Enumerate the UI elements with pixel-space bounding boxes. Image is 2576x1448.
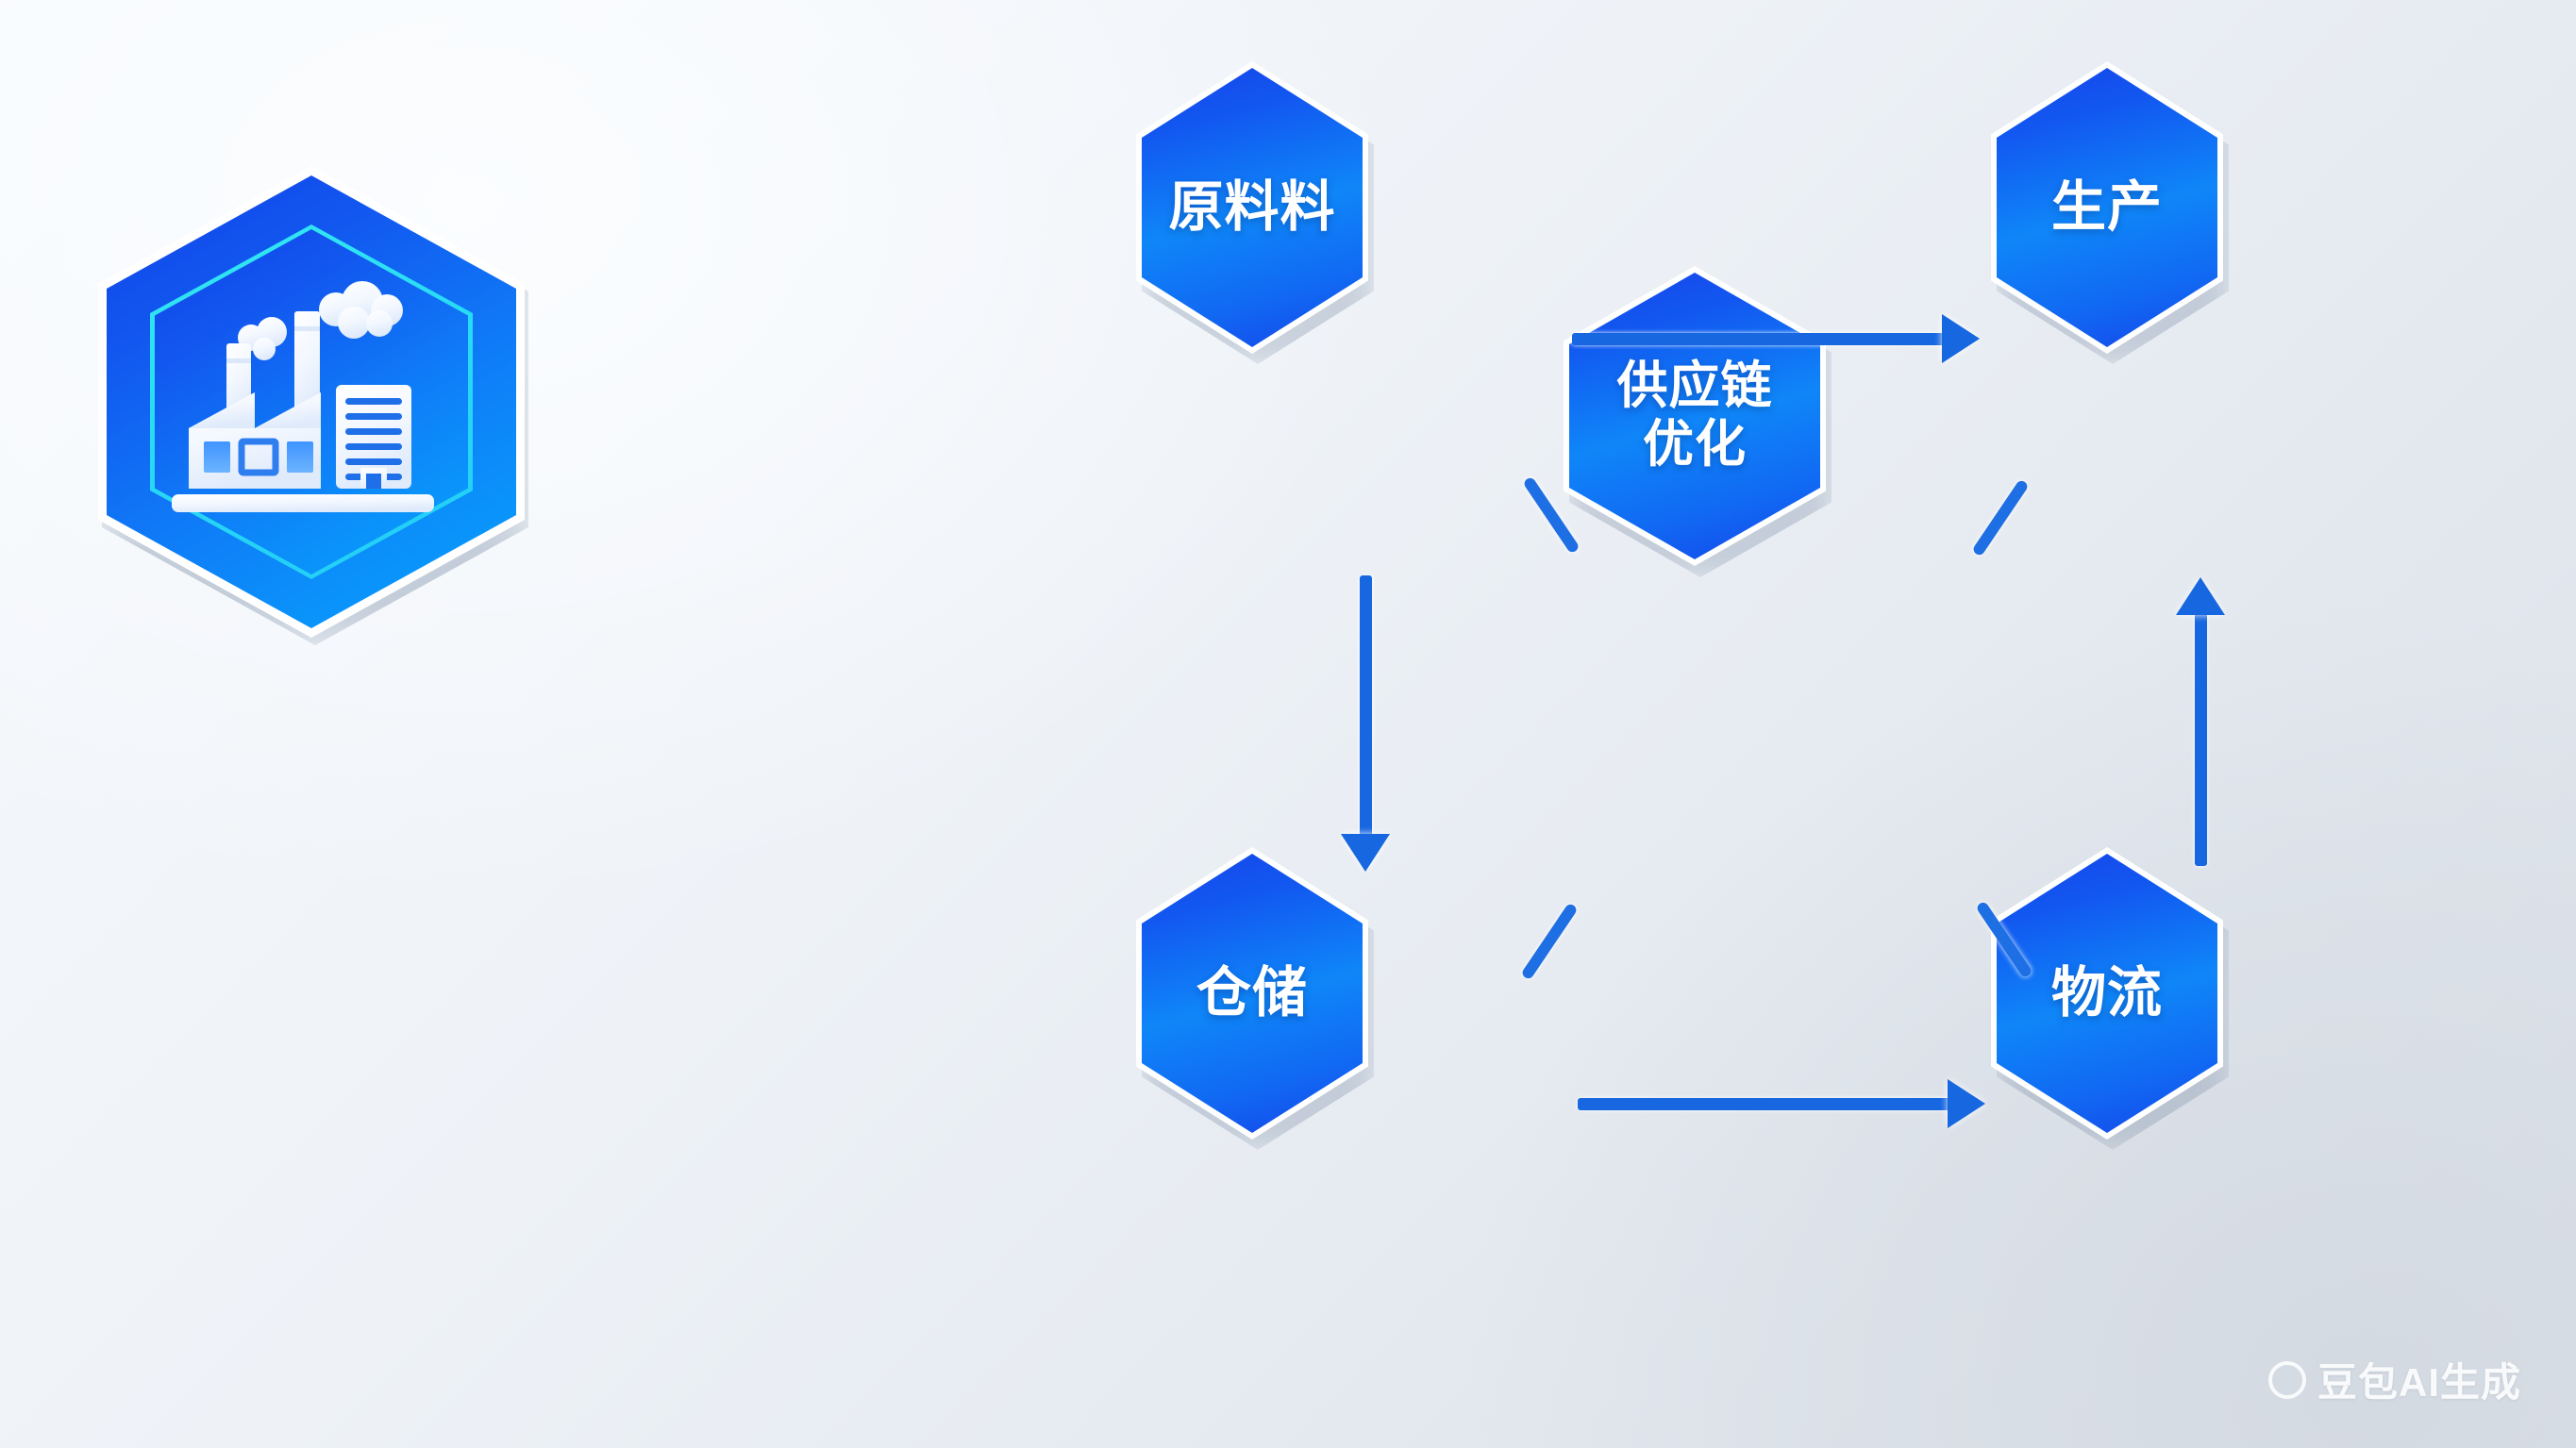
edge-raw-to-warehouse-line	[1360, 575, 1372, 849]
edge-raw-to-warehouse-head	[1341, 834, 1390, 872]
node-fill: 供应链 优化	[1569, 273, 1820, 559]
node-fill: 物流	[1997, 854, 2217, 1133]
factory-badge[interactable]	[98, 166, 525, 638]
watermark-label: 豆包AI生成	[2317, 1360, 2521, 1405]
node-raw-material[interactable]: 原料料	[1136, 61, 1368, 354]
edge-warehouse-to-logistics-head	[1948, 1079, 1985, 1128]
smokestack-right	[294, 311, 320, 421]
edge-warehouse-to-logistics-line	[1578, 1098, 1955, 1110]
node-label: 供应链 优化	[1616, 358, 1773, 473]
edge-raw-to-production-head	[1942, 314, 1980, 363]
office-building	[336, 385, 411, 489]
node-label: 仓储	[1196, 961, 1308, 1024]
node-warehousing[interactable]: 仓储	[1136, 847, 1368, 1140]
edge-raw-to-production-line	[1572, 333, 1949, 345]
factory-windows	[204, 438, 313, 476]
node-label: 物流	[2050, 961, 2163, 1024]
watermark: 豆包AI生成	[2267, 1351, 2521, 1408]
node-label: 原料料	[1168, 175, 1336, 238]
factory-icon	[172, 281, 434, 512]
smoke-puff-right	[319, 281, 403, 339]
node-label: 生产	[2050, 175, 2163, 238]
node-fill: 原料料	[1142, 68, 1363, 347]
edge-logistics-to-production-head	[2176, 577, 2225, 615]
node-supply-chain-optimization[interactable]: 供应链 优化	[1564, 266, 1826, 566]
node-fill: 仓储	[1142, 854, 1363, 1133]
edge-logistics-to-production-line	[2195, 613, 2207, 866]
node-production[interactable]: 生产	[1991, 61, 2223, 354]
ground-bar	[172, 494, 434, 512]
watermark-logo-icon	[2267, 1360, 2306, 1399]
node-fill: 生产	[1997, 68, 2217, 347]
edge-center-to-production-dash	[1971, 478, 2030, 558]
node-logistics[interactable]: 物流	[1991, 847, 2223, 1140]
edge-center-to-warehouse-dash	[1520, 902, 1579, 981]
